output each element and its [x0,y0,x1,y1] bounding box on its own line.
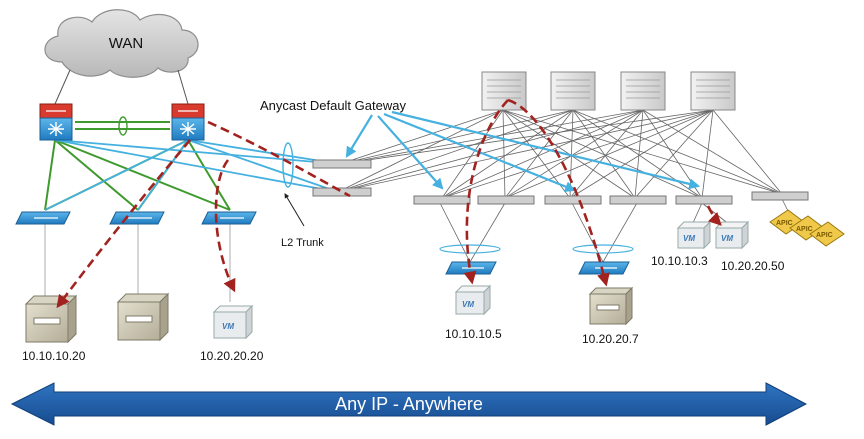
access-switch [109,211,165,225]
border-leaf-switch [312,159,372,169]
vm-icon: VM [212,304,254,340]
spine-switch [620,71,666,111]
svg-text:APIC: APIC [776,220,793,227]
physical-server-icon [588,286,634,326]
any-ip-banner-label: Any IP - Anywhere [335,394,483,414]
leaf-switch [544,195,602,205]
svg-text:VM: VM [222,322,234,331]
wan-cloud: WAN [44,9,199,78]
flow-arrows [56,98,722,309]
spine-switch [690,71,736,111]
vm-icon: VM [714,220,750,250]
access-switch [201,211,257,225]
border-leaf-switch [312,187,372,197]
vm-icon: VM [454,284,492,316]
svg-text:VM: VM [683,234,695,243]
host-ip-label: 10.20.20.50 [721,259,785,273]
host-ip-label: 10.10.10.5 [445,327,502,341]
port-channel-ring [439,244,501,254]
tor-switch [578,261,630,275]
svg-text:APIC: APIC [816,232,833,239]
tor-switch [445,261,497,275]
svg-text:VM: VM [721,234,733,243]
leaf-switch [751,191,809,201]
spine-switch [550,71,596,111]
physical-server-icon [24,294,78,344]
core-router [171,103,205,141]
anycast-gateway-label: Anycast Default Gateway [260,98,406,113]
leaf-switch [477,195,535,205]
svg-text:VM: VM [462,300,474,309]
wan-label: WAN [109,35,143,52]
port-channel-ring [572,244,634,254]
leaf-switch [675,195,733,205]
host-ip-label: 10.20.20.20 [200,349,264,363]
any-ip-banner: Any IP - Anywhere [10,382,808,426]
physical-server-icon [116,292,170,342]
svg-text:APIC: APIC [796,226,813,233]
l2-trunk-pointer [284,193,305,227]
core-router [39,103,73,141]
leaf-switch [413,195,471,205]
left-links [44,116,341,302]
access-switch [15,211,71,225]
host-ip-label: 10.20.20.7 [582,332,639,346]
vm-icon: VM [676,220,712,250]
l2-trunk-label: L2 Trunk [281,237,324,249]
host-ip-label: 10.10.10.20 [22,349,86,363]
host-ip-label: 10.10.10.3 [651,254,708,268]
leaf-switch [609,195,667,205]
apic-controller-icon: APIC [809,221,845,247]
